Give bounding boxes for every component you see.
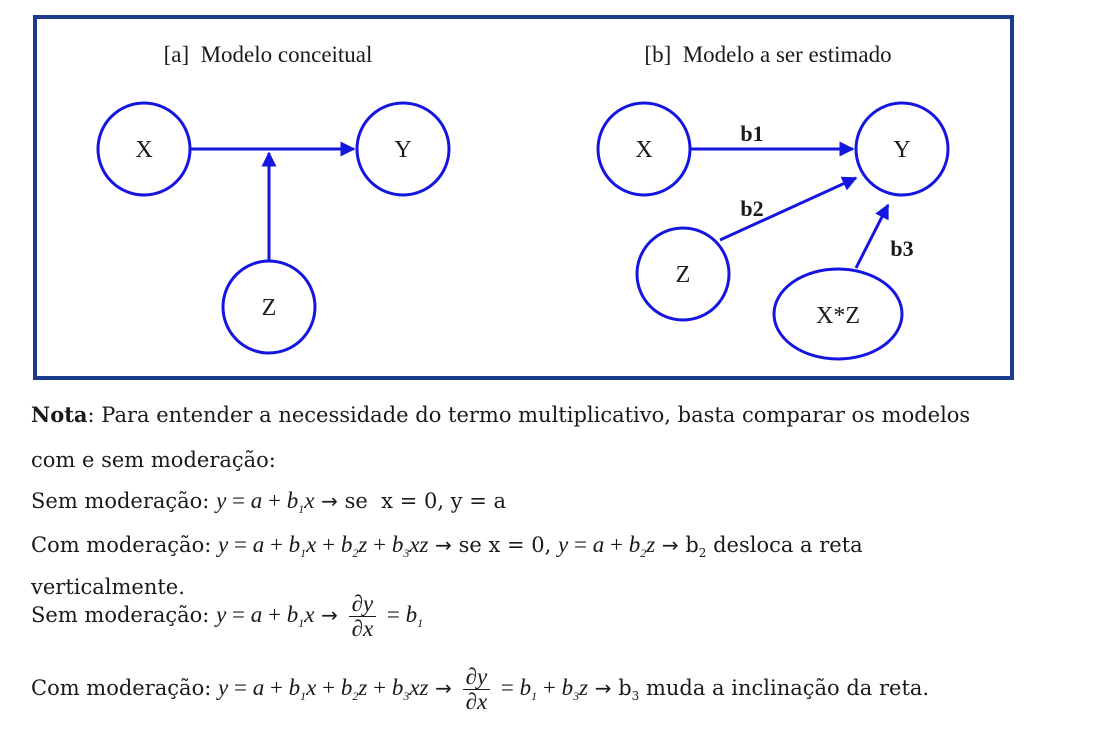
row-com-1: Com moderação: y = a + b1x + b2z + b3xz …: [31, 531, 1031, 559]
node-b-y-label: Y: [893, 137, 910, 163]
arrow-icon: →: [321, 603, 338, 627]
eq-com-1b: y = a + b2z: [558, 532, 656, 560]
partial-derivative: ∂y∂x: [462, 665, 491, 714]
arrow-icon: →: [594, 676, 612, 700]
sem-label-1: Sem moderação:: [31, 489, 210, 513]
row-com-2: Com moderação: y = a + b1x + b2z + b3xz …: [31, 665, 1031, 714]
node-a-z-label: Z: [262, 295, 277, 321]
arrow-icon: →: [435, 676, 452, 700]
diagram: [a] Modelo conceitual X Y Z [b] Modelo a…: [33, 15, 1014, 380]
row-vert: verticalmente.: [31, 575, 185, 599]
node-a-y: [355, 101, 451, 197]
edge-b1-label: b1: [740, 121, 763, 146]
nota-text-1: : Para entender a necessidade do termo m…: [87, 403, 971, 427]
arrow-icon: →: [661, 533, 679, 557]
cond-sem-1: se x = 0, y = a: [344, 489, 507, 513]
node-b-xz: [772, 267, 904, 361]
cond-com-1: se x = 0,: [458, 533, 552, 557]
b2-label: b2: [685, 533, 707, 560]
panel-a-title: [a] Modelo conceitual: [164, 42, 373, 67]
arrow-icon: →: [435, 533, 452, 557]
com-label-1: Com moderação:: [31, 533, 212, 557]
com-label-2: Com moderação:: [31, 676, 212, 700]
eq-sem-2: y = a + b1x: [216, 602, 315, 630]
node-b-z-label: Z: [676, 262, 691, 288]
b3-label: b3: [618, 676, 640, 703]
diagram-frame: [33, 15, 1014, 380]
eq-com-2b: = b1 + b3z: [500, 675, 589, 703]
eq-com-1: y = a + b1x + b2z + b3xz: [217, 532, 429, 560]
muda-text: muda a inclinação da reta.: [645, 676, 930, 700]
node-b-y: [854, 101, 950, 197]
edge-b3: [854, 203, 890, 269]
row-sem-2: Sem moderação: y = a + b1x → ∂y∂x = b1: [31, 592, 1031, 641]
node-b-z: [635, 226, 731, 322]
arrow-icon: →: [321, 489, 338, 513]
nota-line-2: com e sem moderação:: [31, 448, 276, 472]
nota-bold: Nota: [31, 402, 88, 427]
node-a-y-label: Y: [394, 137, 411, 163]
partial-derivative: ∂y∂x: [348, 592, 377, 641]
edge-b3-label: b3: [890, 236, 913, 261]
node-b-x-label: X: [635, 137, 652, 163]
node-a-z: [221, 259, 317, 355]
row-sem-1: Sem moderação: y = a + b1x → se x = 0, y…: [31, 487, 1031, 515]
nota-line-1: Nota: Para entender a necessidade do ter…: [31, 401, 1031, 429]
edge-b2: [719, 176, 858, 242]
panel-b-title: [b] Modelo a ser estimado: [644, 42, 891, 67]
desloca-text: desloca a reta: [713, 533, 863, 557]
node-a-x-label: X: [135, 137, 152, 163]
eq-sem-1: y = a + b1x: [216, 488, 315, 516]
node-b-xz-label: X*Z: [816, 303, 860, 329]
edge-b2-label: b2: [740, 196, 763, 221]
sem-label-2: Sem moderação:: [31, 603, 210, 627]
eq-sem-2b: = b1: [386, 602, 424, 630]
eq-com-2: y = a + b1x + b2z + b3xz: [217, 675, 429, 703]
